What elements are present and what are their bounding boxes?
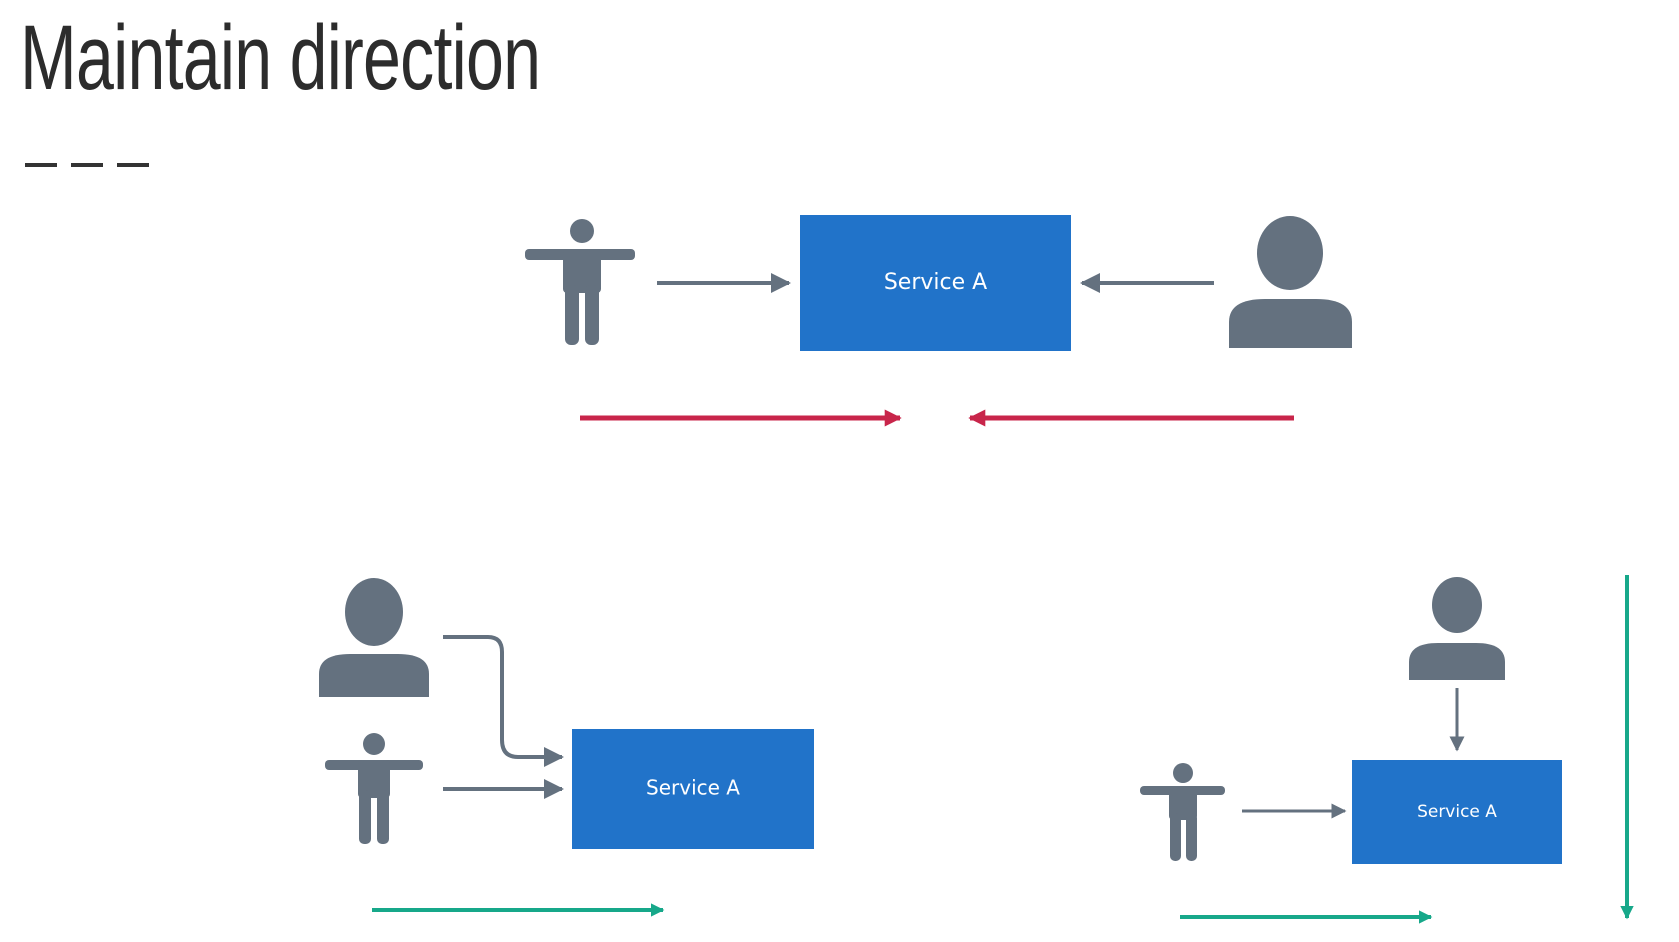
- service-label: Service A: [646, 776, 740, 800]
- service-box-rect: [572, 729, 814, 849]
- bottom-left-diagram: Service A: [319, 578, 814, 917]
- standing-person-icon: [325, 733, 423, 844]
- service-box-rect: [1352, 760, 1562, 864]
- bottom-right-diagram: Service A: [1140, 575, 1634, 924]
- title-underline-dash: [71, 163, 103, 167]
- service-box-rect: [800, 215, 1071, 351]
- user-bust-icon: [319, 578, 429, 697]
- service-box: Service A: [800, 215, 1071, 351]
- service-label: Service A: [884, 270, 987, 295]
- title-underline-dash: [25, 163, 57, 167]
- service-box: Service A: [1352, 760, 1562, 864]
- standing-person-icon: [1140, 763, 1225, 861]
- user-bust-icon: [1229, 216, 1352, 348]
- user-bust-icon: [1409, 577, 1505, 680]
- slide-title: Maintain direction: [20, 7, 541, 109]
- top-diagram: Service A: [525, 215, 1352, 427]
- service-label: Service A: [1417, 802, 1497, 822]
- title-underline: [25, 163, 149, 167]
- arrow-icon: [443, 635, 564, 767]
- title-underline-dash: [117, 163, 149, 167]
- service-box: Service A: [572, 729, 814, 849]
- standing-person-icon: [525, 219, 635, 345]
